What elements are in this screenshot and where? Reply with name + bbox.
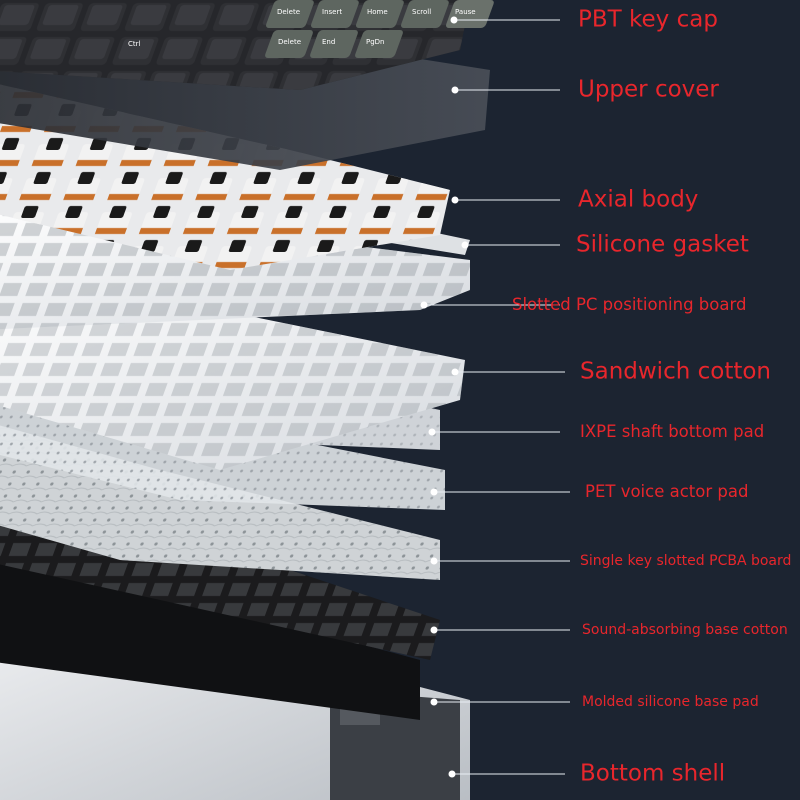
callout-label-sound-absorbing-base-cotton: Sound-absorbing base cotton — [582, 622, 788, 638]
leader-dot-sound-absorbing-base-cotton — [430, 626, 438, 634]
keycap-legend: PgDn — [366, 38, 385, 46]
leader-dot-pet-voice-actor-pad — [430, 488, 438, 496]
callout-label-ixpe-shaft-bottom-pad: IXPE shaft bottom pad — [580, 421, 765, 441]
leader-dot-bottom-shell — [448, 770, 456, 778]
leader-dot-ixpe-shaft-bottom-pad — [428, 428, 436, 436]
callout-label-upper-cover: Upper cover — [578, 76, 719, 103]
keycap-legend: Pause — [455, 8, 476, 16]
callout-label-pbt-key-cap: PBT key cap — [578, 6, 718, 33]
leader-dot-upper-cover — [451, 86, 459, 94]
keycap-legend: Insert — [322, 8, 342, 16]
callout-label-molded-silicone-base-pad: Molded silicone base pad — [582, 694, 759, 710]
callout-label-axial-body: Axial body — [578, 186, 699, 213]
callout-leaders — [420, 16, 570, 778]
molded-silicone-base-pad-layer — [0, 563, 420, 720]
keycap-legend: End — [322, 38, 335, 46]
leader-dot-pbt-key-cap — [450, 16, 458, 24]
leader-dot-silicone-gasket — [461, 241, 469, 249]
callout-label-pet-voice-actor-pad: PET voice actor pad — [585, 481, 749, 501]
pbt-key-caps-layer: Delete Insert Home Scroll Pause Delete E… — [0, 0, 494, 90]
keycap-legend: Delete — [278, 38, 301, 46]
leader-dot-molded-silicone-base-pad — [430, 698, 438, 706]
keycap-legend: Ctrl — [128, 40, 141, 48]
leader-dot-single-key-slotted-pcba-board — [430, 557, 438, 565]
leader-dot-slotted-pc-positioning-board — [420, 301, 428, 309]
keycap-legend: Delete — [277, 8, 300, 16]
callout-label-bottom-shell: Bottom shell — [580, 760, 726, 787]
leader-dot-axial-body — [451, 196, 459, 204]
callout-label-silicone-gasket: Silicone gasket — [576, 231, 749, 258]
keycap-legend: Home — [367, 8, 388, 16]
callout-label-slotted-pc-positioning-board: Slotted PC positioning board — [512, 294, 747, 314]
callout-label-single-key-slotted-pcba-board: Single key slotted PCBA board — [580, 553, 792, 569]
callout-label-sandwich-cotton: Sandwich cotton — [580, 358, 772, 385]
keycap-legend: Scroll — [412, 8, 431, 16]
leader-dot-sandwich-cotton — [451, 368, 459, 376]
